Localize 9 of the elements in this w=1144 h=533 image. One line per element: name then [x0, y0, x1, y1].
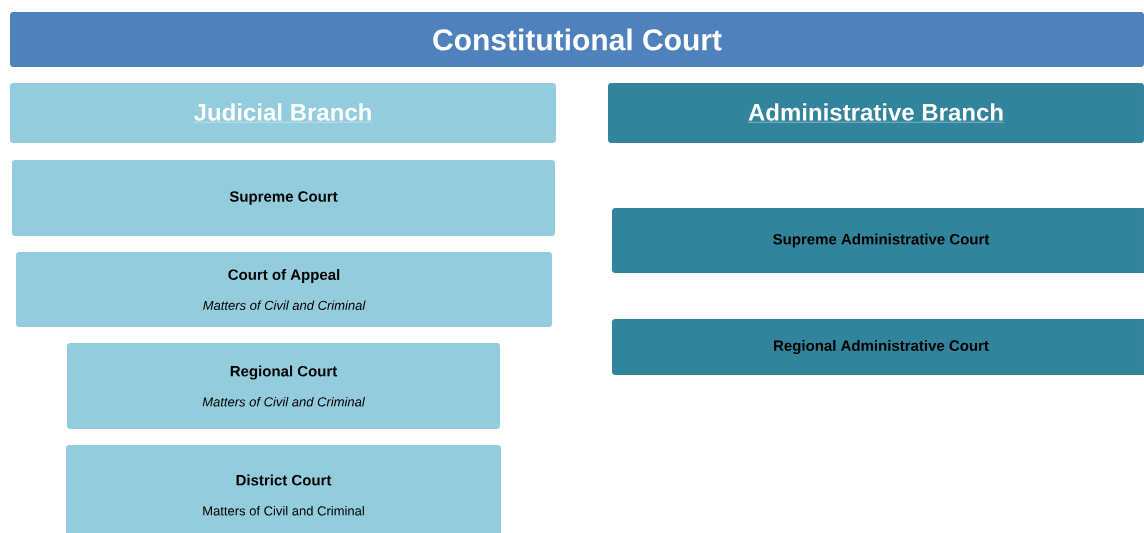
court-box: Regional Administrative Court [612, 319, 1144, 375]
court-box: Court of Appeal Matters of Civil and Criminal [16, 252, 552, 327]
court-box: Supreme Administrative Court [612, 208, 1144, 273]
title-banner: Constitutional Court [10, 12, 1144, 67]
court-box: Supreme Court [12, 160, 555, 236]
branch-header: Judicial Branch [10, 83, 556, 143]
court-box: Regional Court Matters of Civil and Criminal [67, 343, 500, 429]
branch-header: Administrative Branch [608, 83, 1144, 143]
court-box: District Court Matters of Civil and Criminal [66, 445, 501, 533]
